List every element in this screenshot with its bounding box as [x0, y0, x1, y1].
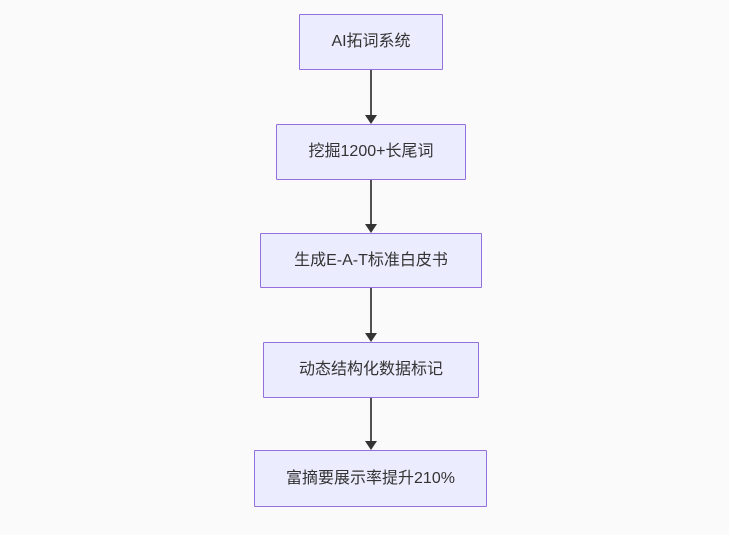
node-label: 富摘要展示率提升210%: [286, 469, 455, 487]
flowchart-arrow-1: [364, 70, 378, 124]
flowchart-arrow-4: [364, 398, 378, 450]
node-label: AI拓词系统: [331, 33, 411, 51]
node-label: 挖掘1200+长尾词: [308, 143, 434, 161]
arrowhead-down-icon: [365, 115, 377, 124]
arrow-line: [370, 70, 372, 115]
flowchart-arrow-3: [364, 288, 378, 342]
node-label: 动态结构化数据标记: [298, 361, 443, 379]
arrow-line: [370, 398, 372, 441]
flowchart-node-structured-data: 动态结构化数据标记: [263, 342, 479, 398]
flowchart-node-longtail-keywords: 挖掘1200+长尾词: [276, 124, 466, 180]
arrow-line: [370, 288, 372, 333]
arrow-line: [370, 180, 372, 224]
flowchart-node-eat-whitepaper: 生成E-A-T标准白皮书: [260, 233, 482, 288]
flowchart-node-rich-snippet-result: 富摘要展示率提升210%: [254, 450, 487, 507]
arrowhead-down-icon: [365, 333, 377, 342]
flowchart-node-ai-system: AI拓词系统: [299, 14, 443, 70]
flowchart-arrow-2: [364, 180, 378, 233]
arrowhead-down-icon: [365, 224, 377, 233]
node-label: 生成E-A-T标准白皮书: [294, 251, 448, 269]
arrowhead-down-icon: [365, 441, 377, 450]
